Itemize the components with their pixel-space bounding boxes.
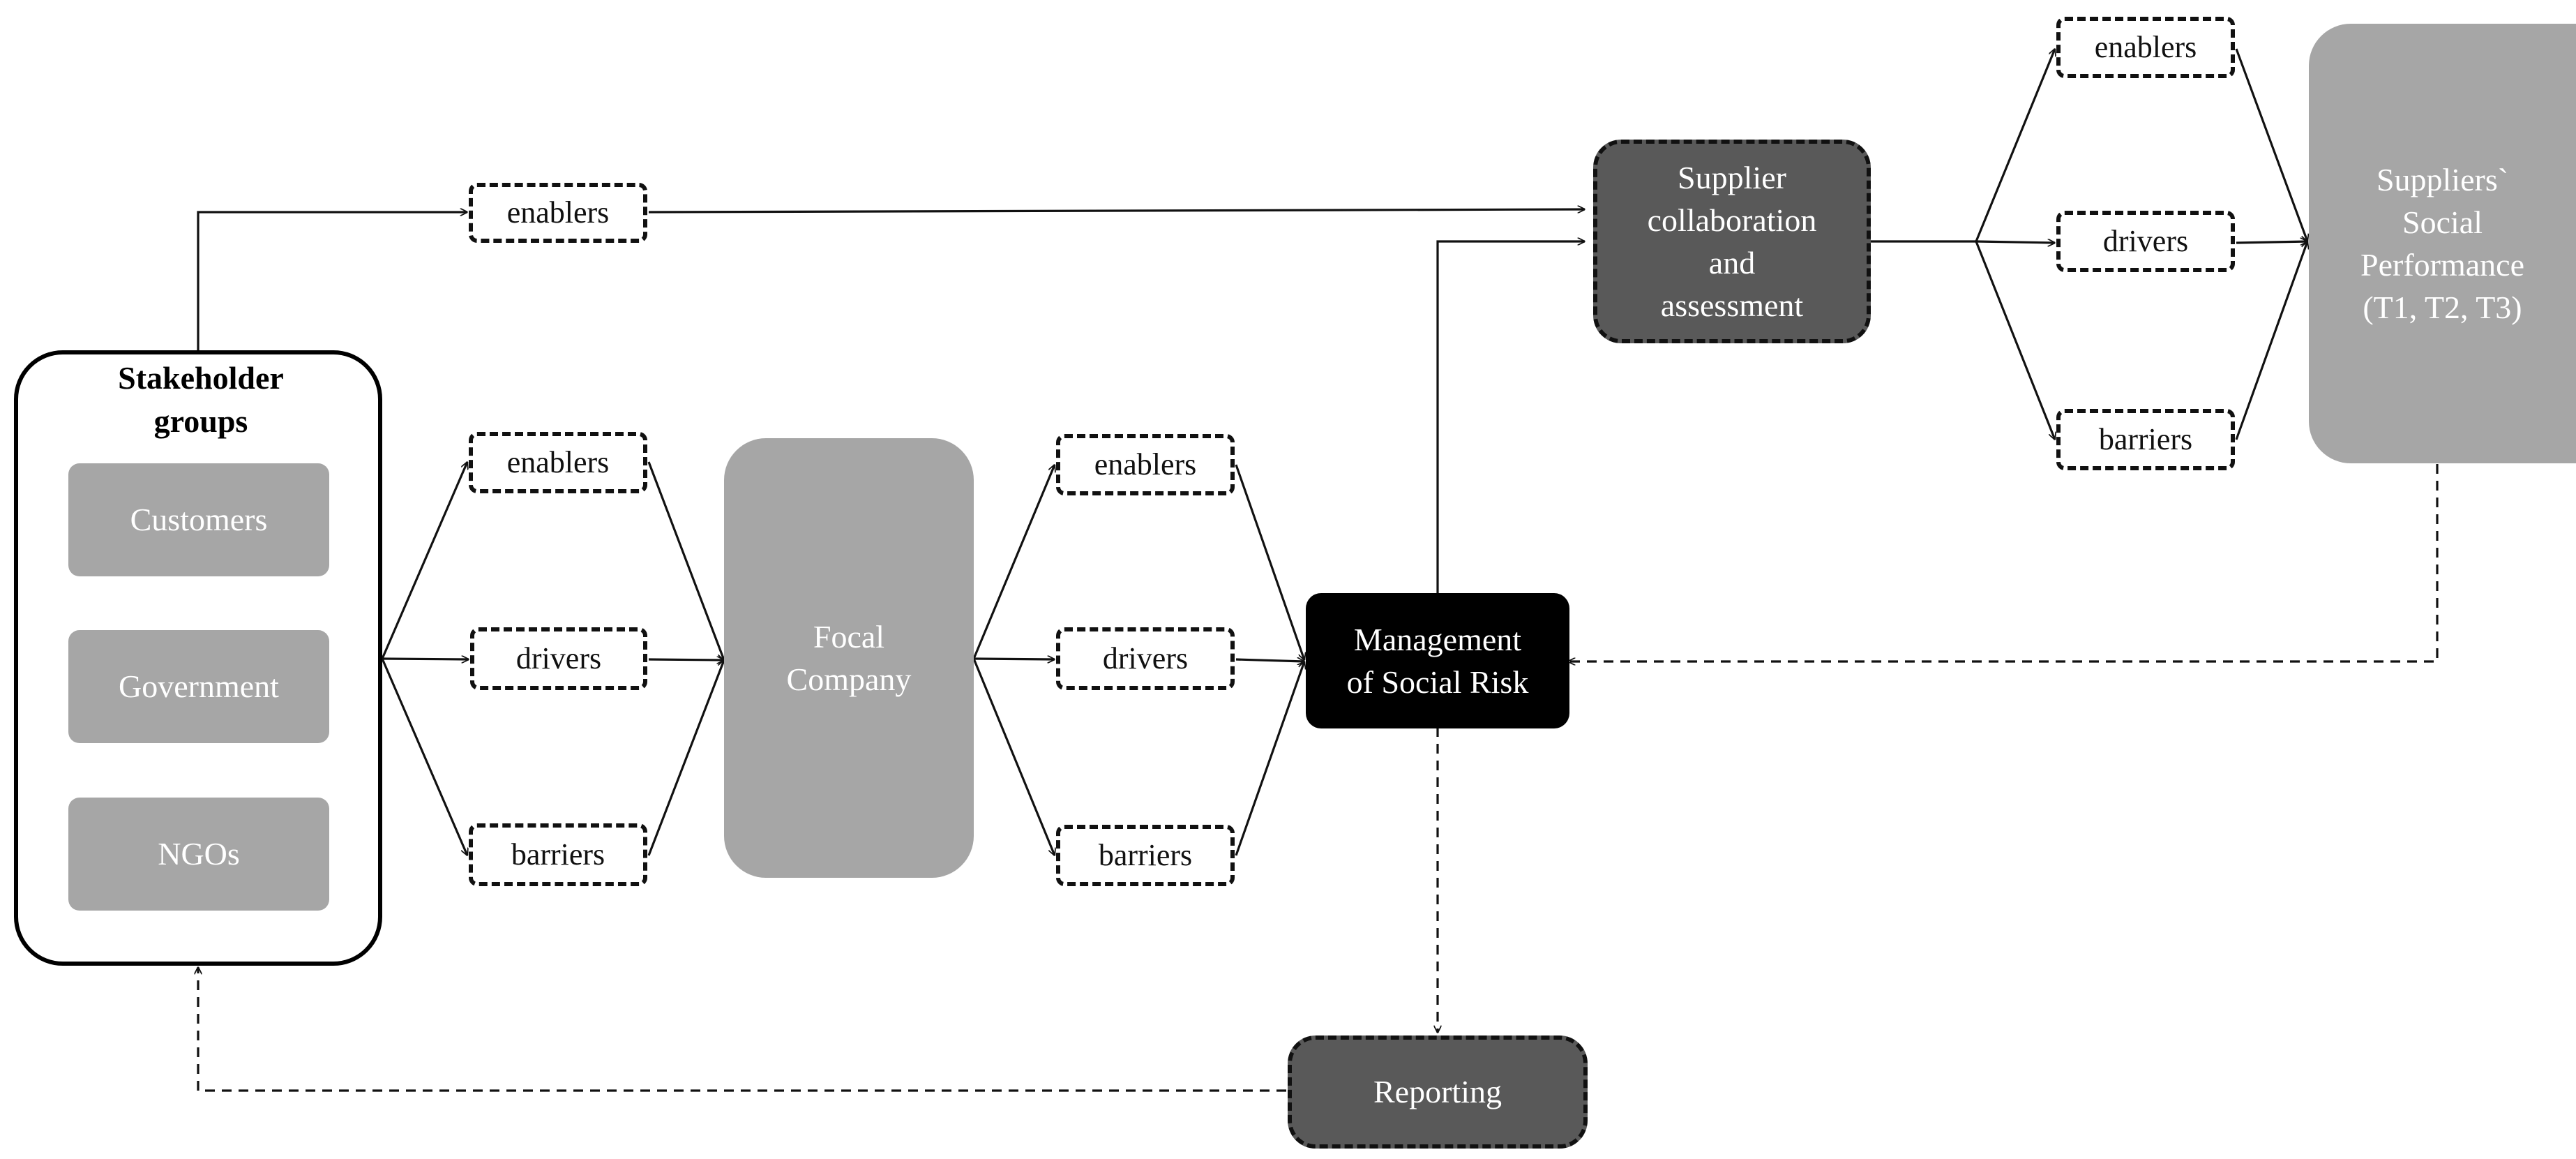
enablers-top-box: enablers xyxy=(469,183,647,243)
edge-stakeholders-to-barriers xyxy=(381,658,467,855)
suppliers-social-performance-box: Suppliers` Social Performance (T1, T2, T… xyxy=(2309,24,2576,463)
edge-reporting-to-stakeholders xyxy=(198,967,1286,1092)
drivers-supplier-box: drivers xyxy=(2056,211,2235,272)
management-social-risk-box: Management of Social Risk xyxy=(1306,593,1569,728)
edge-drivers-to-management xyxy=(1235,659,1304,661)
edge-drivers-to-focal xyxy=(648,659,724,660)
stakeholder-ngos: NGOs xyxy=(68,798,329,911)
edge-drivers-to-performance xyxy=(2236,241,2307,243)
edge-barriers-to-performance xyxy=(2235,241,2307,440)
edge-supplier-collab-to-drivers xyxy=(1975,241,2055,243)
edge-enablers-to-management xyxy=(1235,464,1304,660)
enablers-focal-box: enablers xyxy=(1056,434,1235,495)
enablers-stakeholder-box: enablers xyxy=(469,432,647,493)
barriers-supplier-box: barriers xyxy=(2056,409,2235,470)
edge-enablers-to-focal xyxy=(647,461,724,660)
barriers-focal-box: barriers xyxy=(1056,825,1235,886)
edge-supplier-collab-to-enablers xyxy=(1975,49,2055,242)
drivers-stakeholder-box: drivers xyxy=(470,627,647,690)
edge-stakeholders-to-enablers xyxy=(381,462,467,659)
stakeholder-groups-title: Stakeholder groups xyxy=(118,359,284,439)
stakeholder-government: Government xyxy=(68,630,329,743)
focal-company-box: Focal Company xyxy=(724,438,974,878)
edge-focal-to-barriers xyxy=(972,658,1055,855)
supplier-collaboration-box: Supplier collaboration and assessment xyxy=(1593,140,1871,343)
edge-top-enablers-to-supplier-collab xyxy=(648,209,1585,214)
edge-supplier-collab-to-barriers xyxy=(1975,241,2055,440)
edge-performance-to-management xyxy=(1568,464,2439,661)
stakeholder-customers: Customers xyxy=(68,463,329,576)
edge-focal-to-enablers xyxy=(972,465,1055,659)
barriers-stakeholder-box: barriers xyxy=(469,823,647,886)
enablers-supplier-box: enablers xyxy=(2056,17,2235,78)
edge-management-to-supplier-collab xyxy=(1436,241,1585,593)
edge-barriers-to-management xyxy=(1235,661,1304,856)
reporting-box: Reporting xyxy=(1288,1035,1588,1149)
edge-barriers-to-focal xyxy=(647,660,724,856)
edge-stakeholders-to-top-enablers xyxy=(197,212,467,350)
drivers-focal-box: drivers xyxy=(1056,627,1235,690)
edge-enablers-to-performance xyxy=(2235,48,2307,241)
